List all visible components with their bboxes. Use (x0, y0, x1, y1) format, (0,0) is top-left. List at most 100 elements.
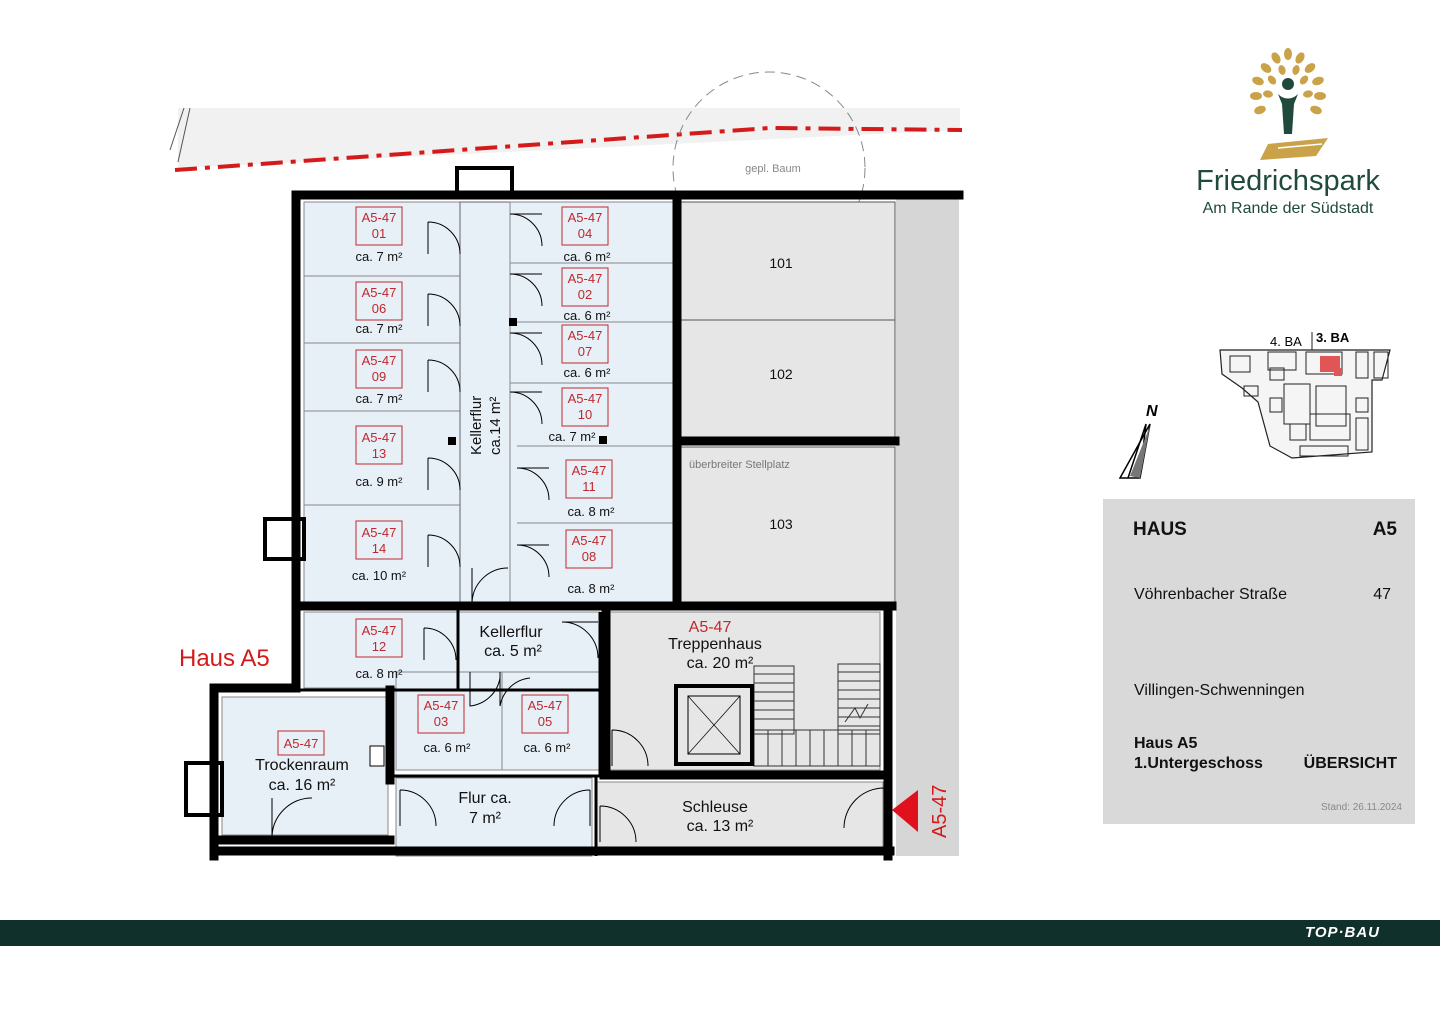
treppenhaus-area (609, 611, 881, 771)
room-01-area: ca. 7 m² (356, 249, 404, 264)
room-08-area: ca. 8 m² (568, 581, 616, 596)
room-13-code: A5-47 (362, 430, 397, 445)
road-edge-2 (177, 107, 191, 163)
room-04-area: ca. 6 m² (564, 249, 612, 264)
kellerflur-small-name: Kellerflur (479, 624, 543, 641)
room-10-area: ca. 7 m² (549, 429, 597, 444)
date-stamp: Stand: 26.11.2024 (1321, 802, 1402, 813)
treppenhaus-area: ca. 20 m² (687, 655, 754, 672)
entrance-label: A5-47 (929, 785, 951, 838)
floor-house: Haus A5 (1134, 735, 1198, 752)
house-label: Haus A5 (179, 645, 270, 672)
storage-area-right (509, 201, 674, 605)
site-label-4ba: 4. BA (1270, 334, 1302, 349)
room-13-num: 13 (372, 446, 386, 461)
room-06-area: ca. 7 m² (356, 321, 404, 336)
room-06-code: A5-47 (362, 285, 397, 300)
haus-label: HAUS (1133, 519, 1187, 540)
driveway (896, 195, 959, 856)
room-10-num: 10 (578, 407, 592, 422)
column-marker (509, 318, 517, 326)
parking-101-label: 101 (769, 255, 793, 271)
room-07-num: 07 (578, 344, 592, 359)
room-09-area: ca. 7 m² (356, 391, 404, 406)
room-02-area: ca. 6 m² (564, 308, 612, 323)
trockenraum-area (221, 696, 389, 836)
flur-area: 7 m² (469, 810, 502, 827)
room-05-num: 05 (538, 714, 552, 729)
room-05-area (501, 671, 601, 771)
room-05-area-text: ca. 6 m² (524, 740, 572, 755)
thin-walls (300, 610, 602, 856)
brand-tagline: Am Rande der Südstadt (1202, 200, 1374, 217)
room-11-area: ca. 8 m² (568, 504, 616, 519)
footer-logo: TOP·BAU (1304, 924, 1380, 941)
view-label: ÜBERSICHT (1303, 755, 1397, 772)
trockenraum-area: ca. 16 m² (269, 777, 336, 794)
kellerflur-small-area: ca. 5 m² (484, 643, 542, 660)
site-map: N 4. BA 3. BA (1118, 330, 1391, 479)
house-number: 47 (1373, 586, 1391, 603)
room-09-num: 09 (372, 369, 386, 384)
room-14-code: A5-47 (362, 525, 397, 540)
info-panel: HAUS A5 Vöhrenbacher Straße 47 Villingen… (1103, 499, 1415, 824)
room-12-area-text: ca. 8 m² (356, 666, 404, 681)
room-03-area-text: ca. 6 m² (424, 740, 472, 755)
room-04-num: 04 (578, 226, 592, 241)
parking-101 (680, 201, 896, 321)
room-09-code: A5-47 (362, 353, 397, 368)
treppenhaus-name: Treppenhaus (668, 636, 762, 653)
site-outline (1219, 349, 1391, 459)
door-swings (271, 213, 885, 843)
flur-area (395, 777, 593, 857)
storage-areas: ca. 7 m² ca. 7 m² ca. 7 m² ca. 9 m² ca. … (352, 249, 615, 755)
entrance-arrow (892, 790, 918, 832)
room-05-code: A5-47 (528, 698, 563, 713)
room-02-num: 02 (578, 287, 592, 302)
site-label-3ba: 3. BA (1316, 330, 1350, 345)
room-02-code: A5-47 (568, 271, 603, 286)
room-12-num: 12 (372, 639, 386, 654)
room-11-code: A5-47 (572, 463, 607, 478)
room-07-code: A5-47 (568, 328, 603, 343)
flur-name: Flur ca. (458, 790, 511, 807)
street: Vöhrenbacher Straße (1134, 586, 1287, 603)
room-07-area: ca. 6 m² (564, 365, 612, 380)
room-11-num: 11 (582, 479, 596, 494)
room-12-code: A5-47 (362, 623, 397, 638)
kellerflur-small-area (457, 611, 601, 673)
kellerflur-main-label: Kellerflur ca.14 m² (468, 396, 504, 455)
room-14-area: ca. 10 m² (352, 568, 407, 583)
room-01-code: A5-47 (362, 210, 397, 225)
tree-label: gepl. Baum (745, 163, 801, 175)
column-marker (599, 436, 607, 444)
brand-name: Friedrichspark (1196, 165, 1380, 197)
room-08-code: A5-47 (572, 533, 607, 548)
kellerflur-main-name: Kellerflur (468, 396, 485, 455)
socket-marker (369, 745, 385, 767)
kellerflur-main-area: ca.14 m² (487, 397, 504, 455)
road-strip (178, 108, 960, 168)
walls (209, 190, 964, 861)
schleuse-area: ca. 13 m² (687, 818, 754, 835)
parking-103 (680, 446, 896, 604)
elevator (674, 684, 754, 766)
room-01-num: 01 (372, 226, 386, 241)
room-08-num: 08 (582, 549, 596, 564)
trockenraum-name: Trockenraum (255, 757, 349, 774)
room-10-code: A5-47 (568, 391, 603, 406)
room-13-area: ca. 9 m² (356, 474, 404, 489)
floor-name: 1.Untergeschoss (1134, 755, 1263, 772)
road-edge (169, 107, 185, 151)
room-14-num: 14 (372, 541, 386, 556)
column-marker (448, 437, 456, 445)
footer-bar: TOP·BAU (0, 920, 1440, 946)
city: Villingen-Schwenningen (1134, 682, 1305, 699)
north-label: N (1146, 403, 1158, 420)
parking-103-label: 103 (769, 516, 793, 532)
room-04-code: A5-47 (568, 210, 603, 225)
room-03-area (395, 671, 503, 771)
room-06-num: 06 (372, 301, 386, 316)
haus-value: A5 (1372, 519, 1397, 540)
